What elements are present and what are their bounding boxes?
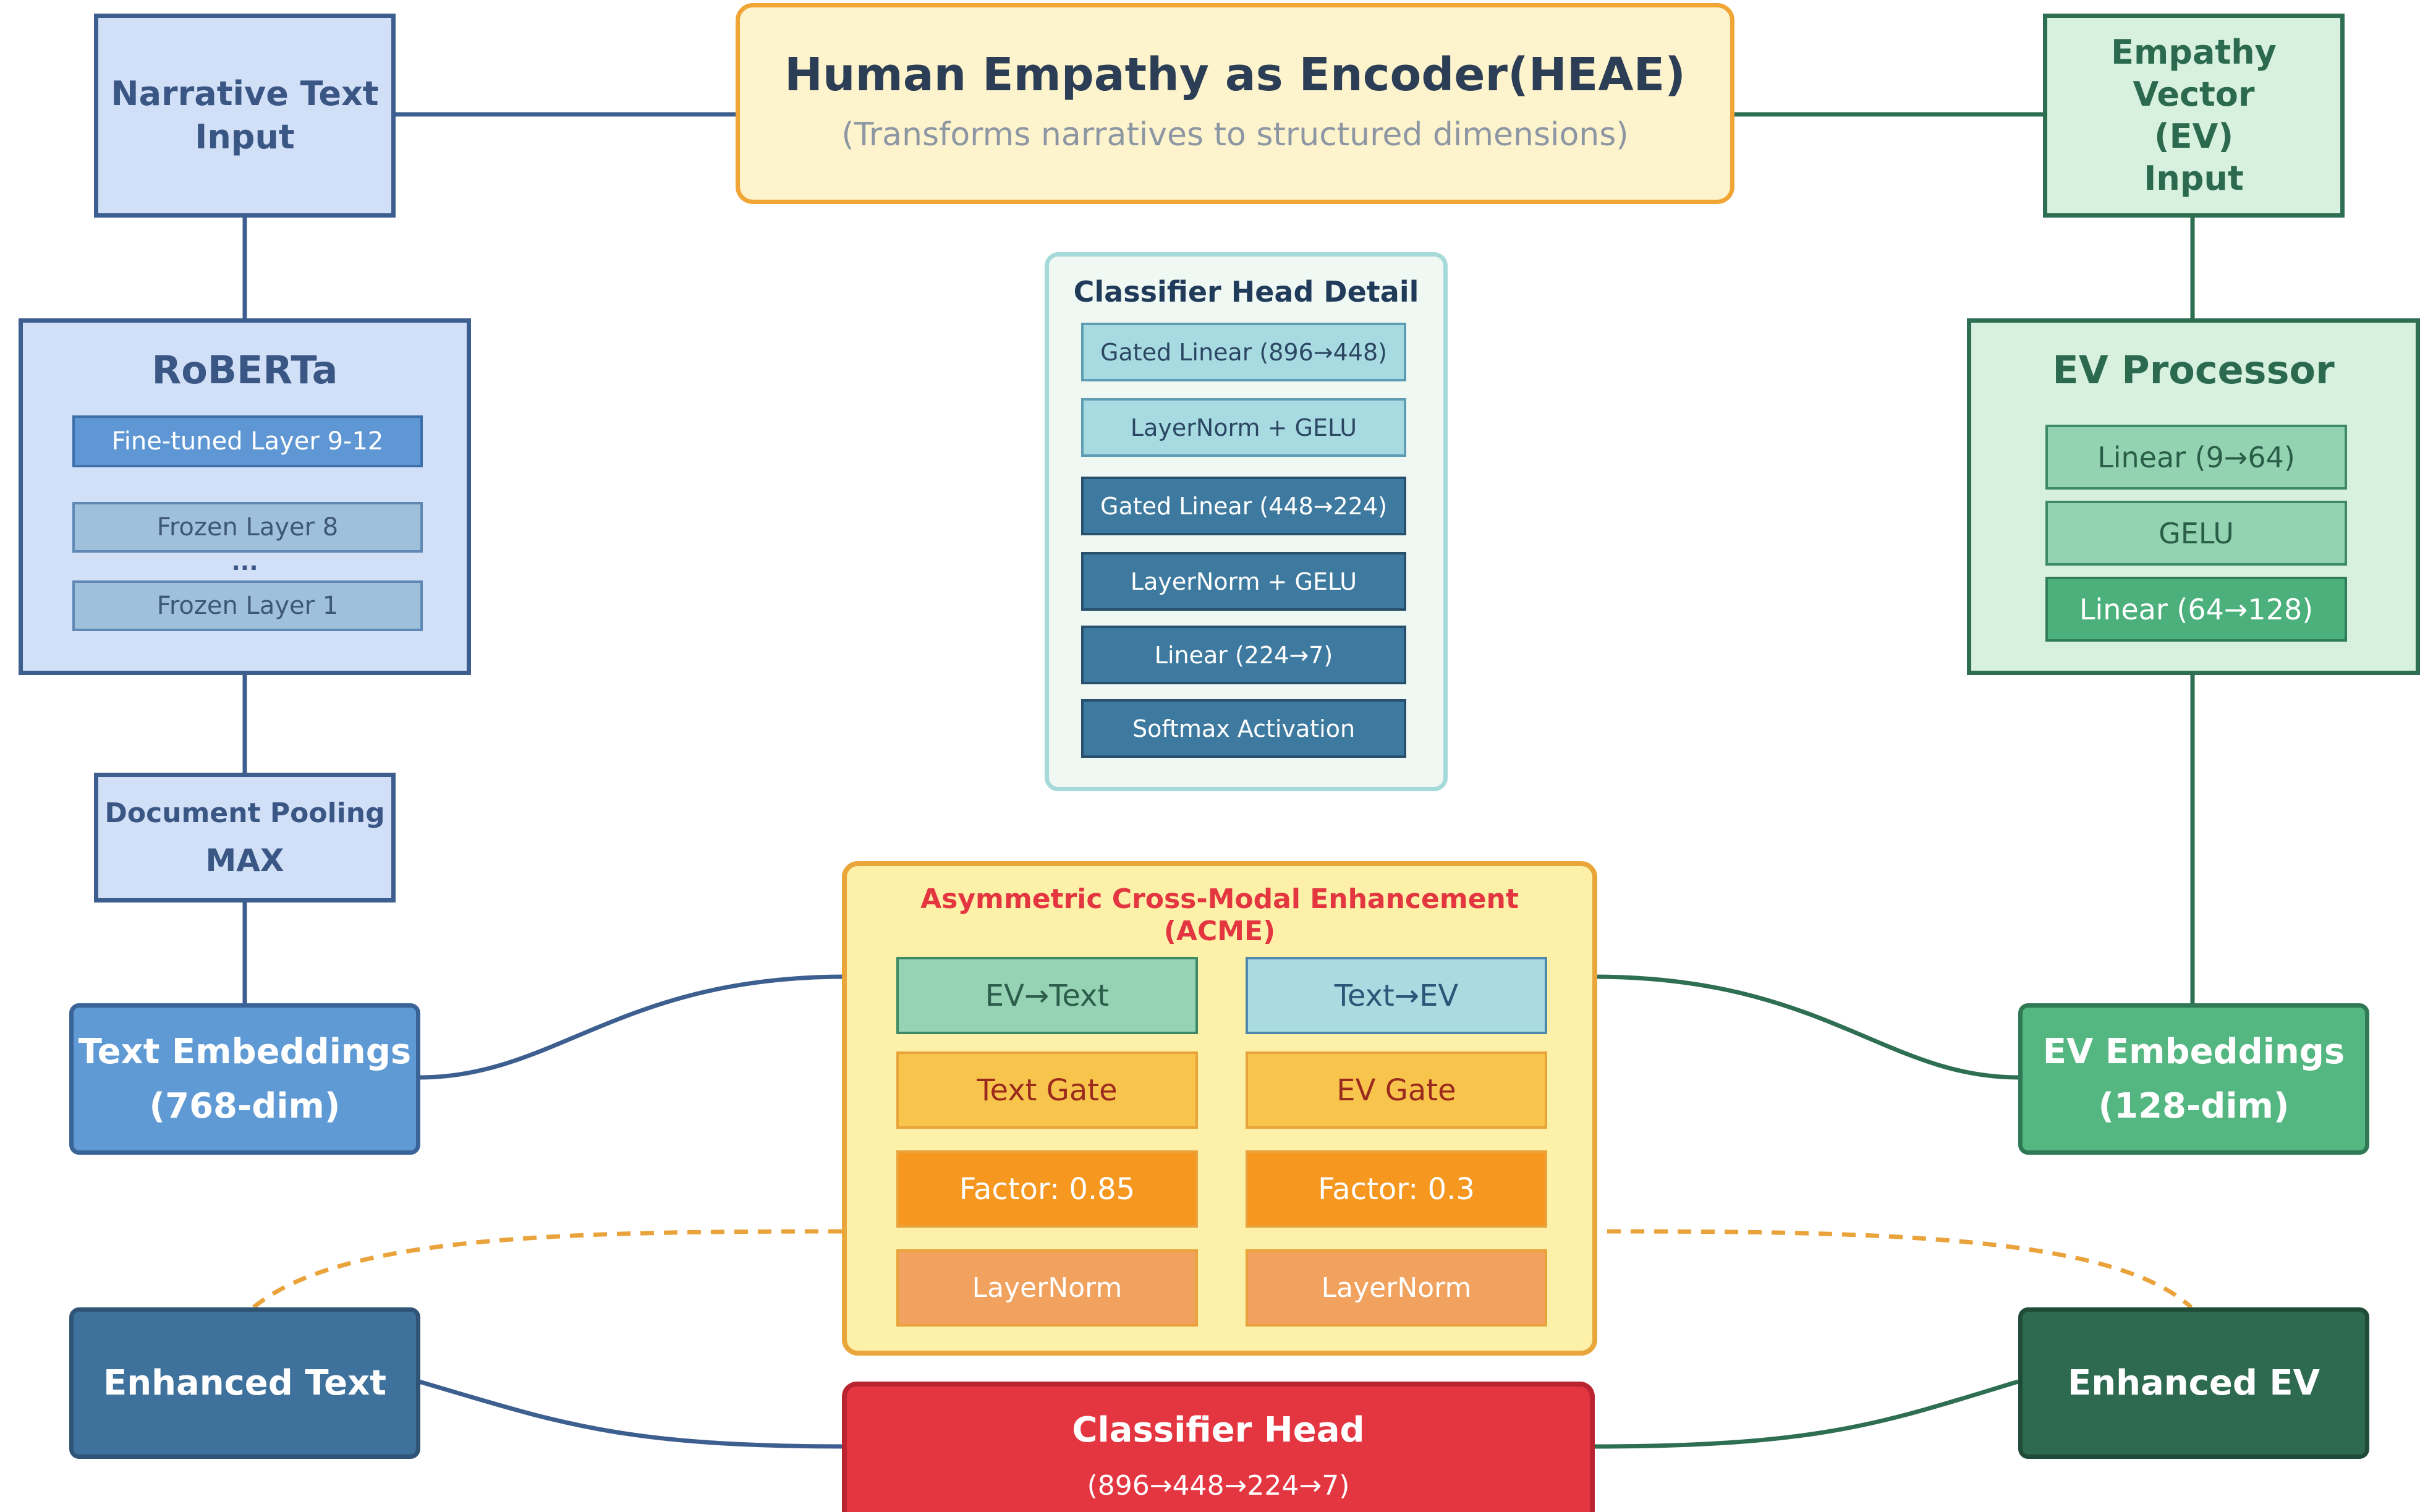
detail-layernorm-gelu-2: LayerNorm + GELU (1081, 552, 1406, 611)
enhanced-text-box: Enhanced Text (69, 1307, 420, 1459)
ev-embeddings-box: EV Embeddings (128-dim) (2018, 1003, 2369, 1155)
dashed-acme-to-enhanced-text (252, 1229, 843, 1309)
classifier-head-box: Classifier Head (896→448→224→7) (842, 1382, 1595, 1512)
acme-title-line1: Asymmetric Cross-Modal Enhancement (920, 883, 1519, 915)
ev-embeddings-dim: (128-dim) (2098, 1085, 2290, 1126)
detail-gated-linear-2: Gated Linear (448→224) (1081, 477, 1406, 535)
detail-layernorm-gelu-1: LayerNorm + GELU (1081, 398, 1406, 457)
acme-ev-factor: Factor: 0.3 (1246, 1150, 1547, 1228)
wire-classifier-to-enhanced-ev (1593, 1379, 2019, 1449)
wire-acme-to-ev-embeddings (1593, 974, 2019, 1080)
acme-text-layernorm: LayerNorm (896, 1249, 1198, 1327)
acme-text-factor: Factor: 0.85 (896, 1150, 1198, 1228)
document-pooling-method: MAX (205, 842, 284, 878)
wire-enhanced-text-to-classifier (418, 1379, 846, 1449)
acme-ev-layernorm: LayerNorm (1246, 1249, 1547, 1327)
narrative-text-input-line2: Input (195, 117, 295, 156)
roberta-layer-finetuned: Fine-tuned Layer 9-12 (72, 415, 423, 467)
classifier-head-title: Classifier Head (1072, 1410, 1365, 1450)
detail-softmax-activation: Softmax Activation (1081, 699, 1406, 758)
document-pooling-box: Document Pooling MAX (94, 773, 396, 903)
narrative-text-input-line1: Narrative Text (111, 74, 379, 113)
empathy-vector-input-line2: (EV) (2154, 117, 2234, 156)
acme-text-gate: Text Gate (896, 1051, 1198, 1129)
roberta-layer-frozen-1: Frozen Layer 1 (72, 580, 423, 631)
empathy-vector-input-line1: Empathy Vector (2111, 33, 2277, 114)
ev-processor-linear-1: Linear (9→64) (2045, 425, 2347, 490)
detail-gated-linear-1: Gated Linear (896→448) (1081, 323, 1406, 381)
roberta-ellipsis: ... (231, 548, 258, 575)
classifier-head-detail-title: Classifier Head Detail (1073, 275, 1419, 308)
ev-embeddings-label: EV Embeddings (2042, 1031, 2345, 1072)
title-box: Human Empathy as Encoder(HEAE) (Transfor… (736, 3, 1734, 204)
enhanced-text-label: Enhanced Text (103, 1363, 387, 1403)
narrative-text-input: Narrative Text Input (94, 14, 396, 218)
roberta-box: RoBERTa Fine-tuned Layer 9-12 Frozen Lay… (19, 318, 471, 675)
acme-ev-to-text: EV→Text (896, 957, 1198, 1034)
enhanced-ev-box: Enhanced EV (2018, 1307, 2369, 1459)
diagram-title: Human Empathy as Encoder(HEAE) (784, 48, 1686, 101)
ev-processor-box: EV Processor Linear (9→64) GELU Linear (… (1967, 318, 2420, 675)
acme-text-to-ev: Text→EV (1246, 957, 1547, 1034)
acme-box: Asymmetric Cross-Modal Enhancement (ACME… (842, 861, 1597, 1356)
ev-processor-gelu: GELU (2045, 501, 2347, 566)
detail-linear-output: Linear (224→7) (1081, 626, 1406, 684)
roberta-title: RoBERTa (151, 347, 338, 393)
text-embeddings-box: Text Embeddings (768-dim) (69, 1003, 420, 1155)
roberta-layer-frozen-8: Frozen Layer 8 (72, 502, 423, 553)
ev-processor-linear-2: Linear (64→128) (2045, 577, 2347, 642)
enhanced-ev-label: Enhanced EV (2068, 1363, 2320, 1403)
acme-title-line2: (ACME) (1163, 915, 1276, 947)
classifier-head-detail-box: Classifier Head Detail Gated Linear (896… (1045, 252, 1448, 791)
ev-processor-title: EV Processor (2052, 347, 2335, 393)
empathy-vector-input-line3: Input (2144, 159, 2244, 198)
text-embeddings-label: Text Embeddings (78, 1031, 412, 1072)
empathy-vector-input: Empathy Vector (EV) Input (2043, 14, 2345, 218)
diagram-subtitle: (Transforms narratives to structured dim… (841, 116, 1629, 153)
document-pooling-label: Document Pooling (104, 797, 385, 829)
classifier-head-dims: (896→448→224→7) (1087, 1470, 1350, 1501)
acme-ev-gate: EV Gate (1246, 1051, 1547, 1129)
dashed-acme-to-enhanced-ev (1607, 1229, 2193, 1309)
wire-text-embeddings-to-acme (418, 974, 846, 1080)
text-embeddings-dim: (768-dim) (149, 1085, 341, 1126)
